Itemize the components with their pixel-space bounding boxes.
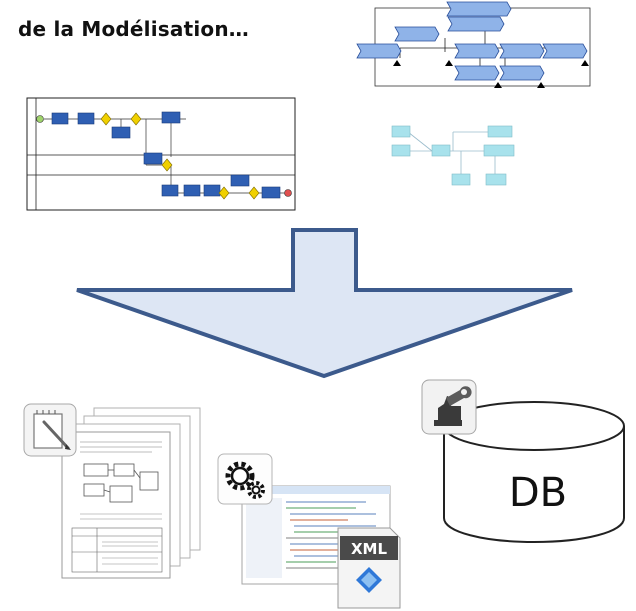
documentation-stack bbox=[23, 403, 201, 579]
xml-badge-text: XML bbox=[351, 540, 387, 558]
flow-diagram-thumbnail bbox=[391, 125, 515, 186]
wrench-hand-icon bbox=[421, 379, 477, 435]
notepad-pencil-icon bbox=[23, 403, 77, 457]
bpmn-swimlane-thumbnail bbox=[26, 97, 296, 211]
slide-title: de la Modélisation… bbox=[18, 17, 249, 41]
gears-icon bbox=[217, 453, 273, 505]
xml-file-icon: XML bbox=[337, 527, 401, 609]
database-label: DB bbox=[509, 470, 567, 516]
process-diagram-thumbnail bbox=[356, 1, 591, 88]
database-cylinder: DB bbox=[421, 379, 625, 544]
transformation-arrow bbox=[76, 228, 573, 379]
generated-code-group: XML bbox=[217, 453, 401, 609]
